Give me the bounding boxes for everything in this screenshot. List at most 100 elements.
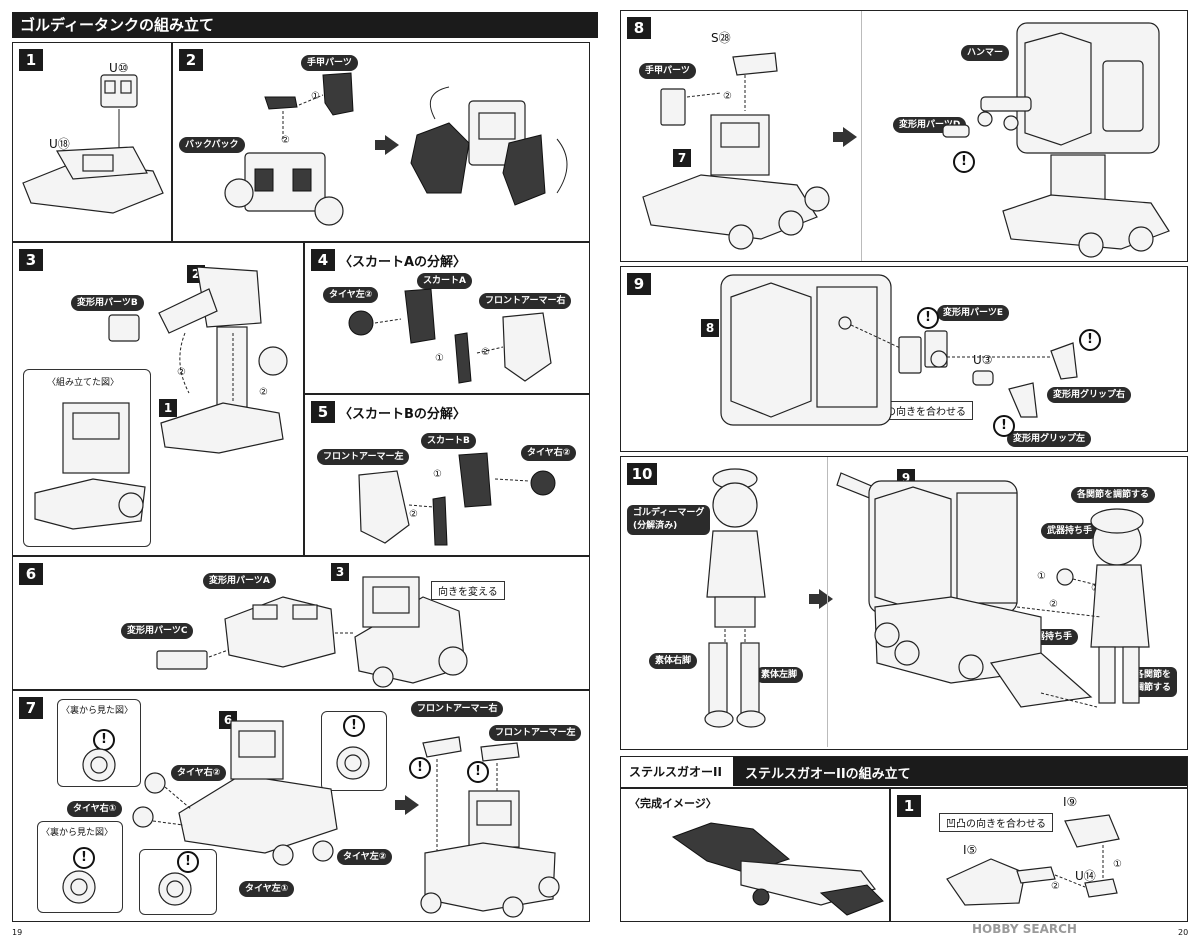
step-title: 〈スカートAの分解〉 [339,255,467,270]
part-label: U⑱ [49,137,70,151]
caution-icon: ! [73,847,95,869]
divider [861,11,862,261]
callout-label: ハンマー [961,45,1010,61]
callout-label: 素体右脚 [649,653,698,669]
inset-title: 〈裏から見た図〉 [61,706,134,716]
step-4-panel: 4 〈スカートAの分解〉 タイヤ左② スカートA フロントアーマー右 ① ② [304,242,590,394]
step-number: 7 [19,697,43,719]
callout-label: 各関節を調節する [1071,487,1156,503]
step-2-panel: 2 手甲パーツ バックパック ① ② [172,42,590,242]
callout-label: 変形用パーツB [71,295,144,311]
order-mark: ① [1113,859,1122,870]
step-number: 1 [19,49,43,71]
step-1-illustration [22,74,164,214]
callout-label: タイヤ右② [171,765,227,781]
note-label: 向きを変える [431,581,505,600]
stealth-step-1-illustration [946,814,1120,906]
flow-arrow [395,795,419,815]
step-number: 5 [311,401,335,423]
caution-icon: ! [177,851,199,873]
step-8-illustration [642,22,1170,258]
callout-label: フロントアーマー右 [411,701,504,717]
stealth-step-1-panel: 1 凹凸の向きを合わせる I⑨ I⑤ U⑭ ① ② [890,788,1188,922]
callout-label: 武器持ち手 [1041,523,1099,539]
caution-icon: ! [1079,329,1101,351]
section-tab: ステルスガオーII [629,765,722,779]
step-title: 〈スカートBの分解〉 [339,407,466,422]
note-label: 凹凸の向きを合わせる [939,813,1053,832]
callout-label: 変形用パーツC [121,623,194,639]
order-mark: ① [435,353,444,364]
order-mark: ① [433,469,442,480]
order-mark: ② [723,91,732,102]
step-number: 6 [19,563,43,585]
step-number: 4 [311,249,335,271]
step-8-panel: 8 S㉘ 手甲パーツ 7 ② ① ハンマー 変形用パーツD ! [620,10,1188,262]
watermark: HOBBY SEARCH [972,922,1077,936]
step-3-illustration [34,266,288,530]
callout-label: タイヤ左② [323,287,379,303]
reference-number: 7 [673,149,691,167]
callout-label: ゴルディーマーグ (分解済み) [627,505,711,535]
order-mark: ② [1051,881,1060,892]
step-6-panel: 6 変形用パーツA 変形用パーツC 3 向きを変える [12,556,590,690]
reference-number: 1 [159,399,177,417]
caution-icon: ! [953,151,975,173]
callout-label: 変形用パーツA [203,573,276,589]
step-9-panel: 9 8 変形用パーツE U③ 凹凸の向きを合わせる 変形用グリップ右 変形用グリ… [620,266,1188,452]
step-7-illustration [62,720,560,918]
order-mark: ② [1049,599,1058,610]
callout-label: タイヤ右① [67,801,123,817]
part-label: S㉘ [711,31,731,45]
order-mark: ② [481,347,490,358]
step-3-panel: 3 変形用パーツB 2 1 ① ② ② 〈組み立てた図〉 [12,242,304,556]
part-label: U⑩ [109,61,129,75]
caution-icon: ! [917,307,939,329]
callout-label: フロントアーマー左 [317,449,410,465]
completed-model-illustration [671,822,884,916]
caution-icon: ! [467,761,489,783]
callout-label: タイヤ右② [521,445,577,461]
step-4-illustration [348,288,552,384]
callout-label: フロントアーマー右 [479,293,572,309]
order-mark: ② [409,509,418,520]
inset-title: 〈組み立てた図〉 [47,378,120,388]
order-mark: ② [259,387,268,398]
instruction-page-left: ゴルディータンクの組み立て 1 U⑩ U⑱ 2 手甲パーツ バックパック ① ② [12,12,598,937]
section-title: ステルスガオーIIの組み立て [745,767,911,782]
step-number: 2 [179,49,203,71]
part-label: I⑨ [1063,795,1078,809]
step-6-illustration [156,576,468,688]
callout-label: 変形用グリップ左 [1007,431,1092,447]
flow-arrow [809,589,833,609]
step-1-panel: 1 U⑩ U⑱ [12,42,172,242]
instruction-page-right: 8 S㉘ 手甲パーツ 7 ② ① ハンマー 変形用パーツD ! [600,0,1200,942]
callout-label: スカートB [421,433,476,449]
order-mark: ① [1037,571,1046,582]
divider [827,457,828,747]
order-mark: ② [281,135,290,146]
flow-arrow [375,135,399,155]
step-5-panel: 5 〈スカートBの分解〉 フロントアーマー左 スカートB タイヤ右② ① ② [304,394,590,556]
section-header-bar [733,757,1187,786]
callout-label: タイヤ左① [239,881,295,897]
part-label: U⑭ [1075,869,1096,883]
callout-label: タイヤ左② [337,849,393,865]
step-5-illustration [358,452,556,546]
callout-label: 素体左脚 [755,667,804,683]
reference-number: 3 [331,563,349,581]
step-number: 3 [19,249,43,271]
reference-number: 8 [701,319,719,337]
callout-label: バックパック [179,137,245,153]
part-label: I⑤ [963,843,978,857]
step-10-illustration [704,468,1150,728]
order-mark: ① [311,91,320,102]
flow-arrow [833,127,857,147]
stealth-header-panel: ステルスガオーII ステルスガオーIIの組み立て [620,756,1188,788]
step-number: 8 [627,17,651,39]
callout-label: 変形用グリップ右 [1047,387,1132,403]
page-number: 19 [12,928,23,937]
caution-icon: ! [409,757,431,779]
page-number: 20 [1178,928,1189,937]
caution-icon: ! [343,715,365,737]
